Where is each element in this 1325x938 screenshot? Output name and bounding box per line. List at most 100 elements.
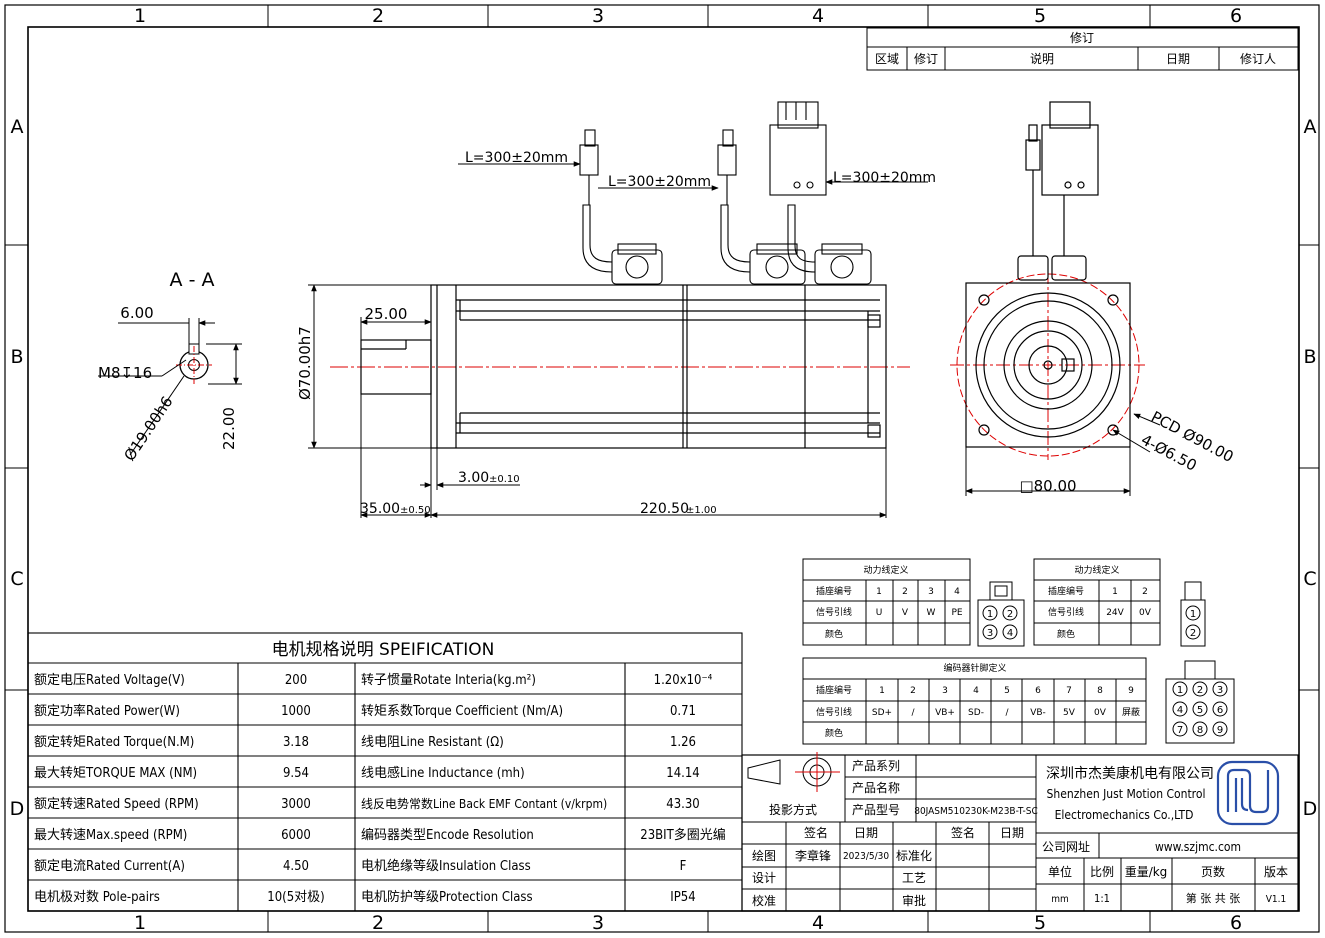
- svg-text:颜色: 颜色: [825, 628, 843, 640]
- col-3-top: 3: [592, 5, 604, 27]
- col-5-bottom: 5: [1034, 912, 1046, 934]
- company-name-cn: 深圳市杰美康机电有限公司: [1046, 765, 1214, 782]
- svg-text:W: W: [927, 608, 936, 618]
- revision-header-rev: 修订: [914, 51, 938, 66]
- svg-text:0V: 0V: [1139, 608, 1152, 618]
- svg-text:SD+: SD+: [872, 708, 892, 718]
- company-logo: [1216, 760, 1280, 826]
- col-1-bottom: 1: [134, 912, 146, 934]
- svg-text:日期: 日期: [1000, 826, 1024, 840]
- dim-cable-2: L=300±20mm: [608, 174, 711, 190]
- svg-text:电机防护等级Protection Class: 电机防护等级Protection Class: [361, 889, 533, 905]
- svg-text:额定电压Rated Voltage(V): 额定电压Rated Voltage(V): [34, 673, 185, 688]
- brake-connector-icon: [1180, 581, 1206, 647]
- dim-shaft-length: 25.00: [365, 305, 408, 323]
- svg-text:插座编号: 插座编号: [816, 585, 852, 597]
- col-2-bottom: 2: [372, 912, 384, 934]
- encoder-table-title: 编码器针脚定义: [943, 662, 1006, 674]
- motor-body: [430, 284, 887, 449]
- col-2-top: 2: [372, 5, 384, 27]
- front-view: PCD Ø90.00 4-Ø6.50 □80.00: [950, 101, 1237, 496]
- label-projection: 投影方式: [769, 802, 817, 817]
- dim-total-tol: ±1.00: [686, 505, 717, 516]
- svg-text:3: 3: [942, 686, 948, 696]
- svg-text:比例: 比例: [1090, 865, 1114, 879]
- svg-text:信号引线: 信号引线: [816, 706, 852, 718]
- svg-text:校准: 校准: [752, 893, 776, 908]
- svg-text:线电感Line Inductance (mh): 线电感Line Inductance (mh): [361, 765, 525, 781]
- svg-text:额定电流Rated Current(A): 额定电流Rated Current(A): [34, 859, 185, 874]
- svg-text:单位: 单位: [1048, 864, 1072, 879]
- svg-text:V: V: [902, 608, 909, 618]
- spec-title: 电机规格说明 SPEIFICATION: [272, 640, 495, 660]
- svg-text:VB+: VB+: [935, 708, 955, 718]
- svg-text:1: 1: [879, 686, 885, 696]
- svg-text:1: 1: [876, 587, 882, 597]
- col-4-top: 4: [812, 5, 824, 27]
- brake-table-title: 动力线定义: [1074, 564, 1119, 576]
- front-flange: [965, 282, 1131, 448]
- drawn-date: 2023/5/30: [843, 851, 889, 862]
- dim-flange-tol: ±0.10: [489, 474, 520, 485]
- svg-text:线电阻Line Resistant (Ω): 线电阻Line Resistant (Ω): [361, 735, 504, 750]
- connector-assemblies: [579, 101, 872, 285]
- svg-text:2: 2: [902, 587, 908, 597]
- svg-text:IP54: IP54: [670, 890, 695, 905]
- svg-text:1: 1: [1177, 685, 1183, 696]
- revision-header-desc: 说明: [1030, 51, 1054, 66]
- revision-header-area: 区域: [875, 52, 899, 66]
- row-c-left: C: [10, 568, 23, 590]
- row-d-left: D: [10, 798, 25, 820]
- company-name-en-1: Shenzhen Just Motion Control: [1047, 787, 1206, 801]
- svg-text:日期: 日期: [854, 826, 878, 840]
- svg-text:2: 2: [1007, 609, 1013, 620]
- dim-shaft-ext: 35.00: [360, 501, 400, 517]
- svg-text:额定功率Rated Power(W): 额定功率Rated Power(W): [34, 703, 180, 719]
- svg-text:1.20x10⁻⁴: 1.20x10⁻⁴: [654, 673, 713, 688]
- row-b-left: B: [10, 346, 23, 368]
- svg-text:7: 7: [1066, 686, 1072, 696]
- svg-text:9: 9: [1128, 686, 1134, 696]
- svg-text:电机绝缘等级Insulation Class: 电机绝缘等级Insulation Class: [361, 858, 531, 874]
- row-b-right: B: [1303, 346, 1316, 368]
- svg-text:200: 200: [285, 673, 307, 688]
- svg-text:重量/kg: 重量/kg: [1125, 865, 1168, 879]
- svg-text:mm: mm: [1051, 894, 1069, 905]
- svg-text:1000: 1000: [281, 704, 311, 719]
- svg-text:3: 3: [1217, 685, 1223, 696]
- title-block: 产品系列 产品名称 投影方式 产品型号 80JASM510230K-M23B-T…: [741, 752, 1299, 912]
- svg-text:2: 2: [1190, 628, 1196, 639]
- side-view: L=300±20mm L=300±20mm L=300±20mm 25.00 Ø…: [296, 101, 936, 518]
- row-c-right: C: [1303, 568, 1316, 590]
- svg-text:F: F: [680, 859, 687, 874]
- dim-flange: 3.00: [458, 470, 489, 486]
- svg-text:版本: 版本: [1264, 865, 1288, 879]
- svg-text:VB-: VB-: [1030, 708, 1046, 718]
- dim-thread: M8↧16: [98, 364, 152, 382]
- svg-text:绘图: 绘图: [752, 848, 776, 863]
- svg-text:43.30: 43.30: [666, 797, 699, 812]
- svg-text:6: 6: [1217, 705, 1223, 716]
- row-a-right: A: [1304, 116, 1317, 138]
- dim-cable-1: L=300±20mm: [465, 150, 568, 166]
- svg-text:额定转矩Rated Torque(N.M): 额定转矩Rated Torque(N.M): [34, 735, 194, 750]
- svg-text:2: 2: [1197, 685, 1203, 696]
- svg-text:8: 8: [1097, 686, 1103, 696]
- col-3-bottom: 3: [592, 912, 604, 934]
- svg-text:线反电势常数Line Back EMF Contant (v: 线反电势常数Line Back EMF Contant (v/krpm): [361, 796, 607, 811]
- revision-title: 修订: [1070, 30, 1094, 45]
- svg-text:签名: 签名: [804, 825, 828, 840]
- label-product-model: 产品型号: [852, 803, 900, 817]
- svg-text:插座编号: 插座编号: [816, 684, 852, 696]
- svg-text:5: 5: [1197, 705, 1203, 716]
- svg-text:4: 4: [1177, 705, 1183, 716]
- svg-text:信号引线: 信号引线: [1048, 606, 1084, 618]
- svg-text:3: 3: [928, 587, 934, 597]
- svg-text:4: 4: [1007, 628, 1013, 639]
- svg-text:标准化: 标准化: [896, 849, 932, 863]
- svg-text:0V: 0V: [1094, 708, 1107, 718]
- svg-text:0.71: 0.71: [670, 704, 696, 719]
- svg-text:U: U: [876, 608, 883, 618]
- power-connector-icon: [977, 581, 1025, 647]
